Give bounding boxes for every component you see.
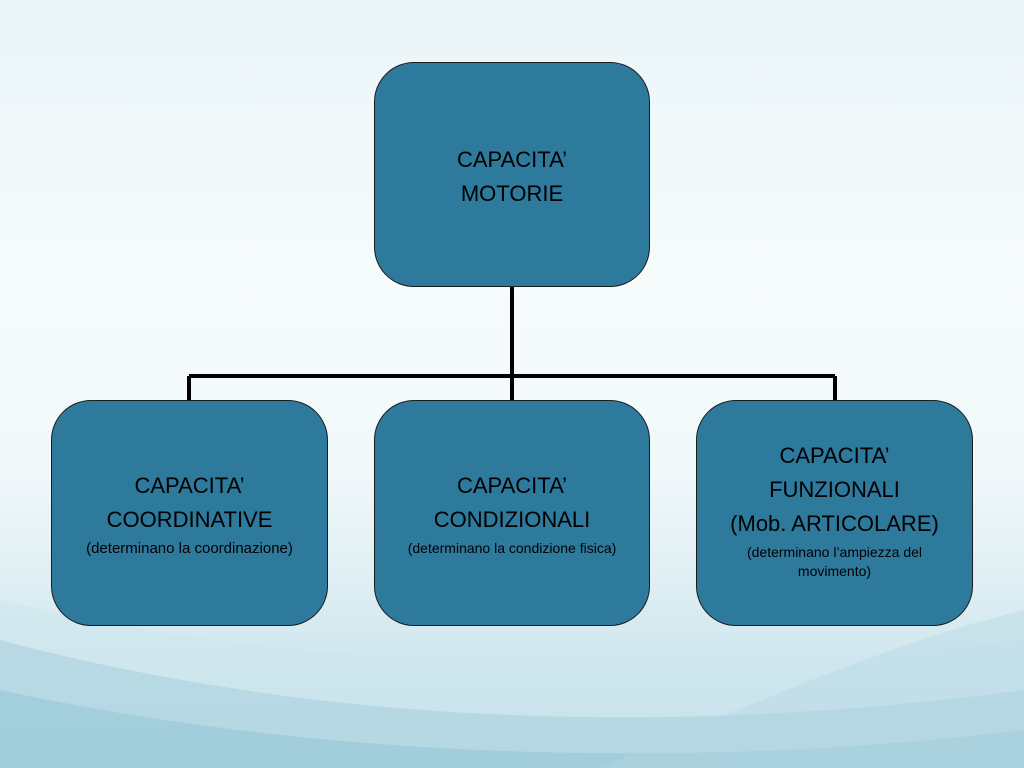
node-capacita-funzionali: CAPACITA’ FUNZIONALI (Mob. ARTICOLARE) (…: [696, 400, 973, 626]
node-title: CAPACITA’ CONDIZIONALI: [433, 472, 591, 532]
node-capacita-motorie: CAPACITA’ MOTORIE: [374, 62, 650, 287]
node-title: CAPACITA’ MOTORIE: [456, 147, 567, 206]
node-subtitle: (determinano l’ampiezza del movimento): [746, 544, 923, 579]
node-subtitle: (determinano la condizione fisica): [407, 539, 617, 556]
node-capacita-condizionali: CAPACITA’ CONDIZIONALI (determinano la c…: [374, 400, 650, 626]
node-subtitle: (determinano la coordinazione): [86, 539, 293, 557]
node-title: CAPACITA’ COORDINATIVE: [106, 472, 273, 532]
node-title: CAPACITA’ FUNZIONALI (Mob. ARTICOLARE): [730, 443, 939, 536]
node-capacita-coordinative: CAPACITA’ COORDINATIVE (determinano la c…: [51, 400, 328, 626]
